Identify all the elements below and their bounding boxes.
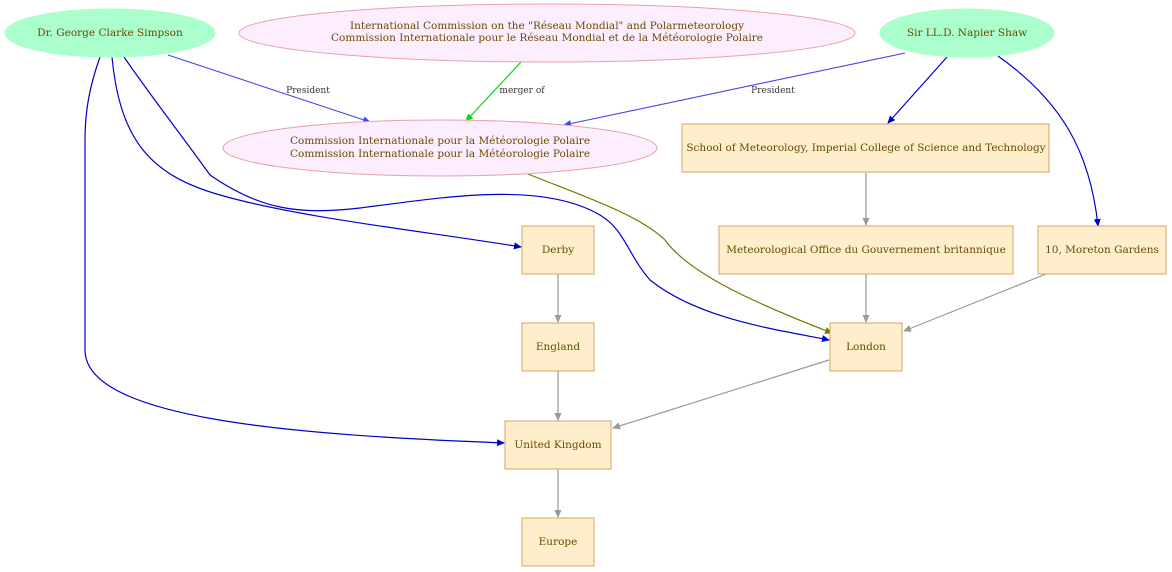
- edge-london-to-united-kingdom: [612, 359, 830, 430]
- node-label-line-1: Commission Internationale pour la Météor…: [290, 135, 590, 147]
- edge-label-shaw-president: President: [751, 86, 795, 96]
- edge-merger-of: [465, 61, 522, 122]
- node-person-shaw: Sir LL.D. Napier Shaw: [879, 8, 1055, 58]
- node-commission-polaire: Commission Internationale pour la Météor…: [222, 119, 658, 177]
- edge-simpson-to-london: [123, 56, 830, 343]
- node-place-met-office: Meteorological Office du Gouvernement br…: [718, 225, 1014, 275]
- edge-shaw-to-commission-polaire: [563, 52, 906, 127]
- edge-commission-polaire-to-london: [527, 173, 833, 334]
- node-commission-reseau-mondial: International Commission on the "Réseau …: [238, 3, 856, 63]
- node-label: United Kingdom: [514, 439, 601, 451]
- node-place-london: London: [829, 322, 903, 372]
- node-label: School of Meteorology, Imperial College …: [686, 142, 1045, 154]
- node-place-moreton-gardens: 10, Moreton Gardens: [1037, 225, 1167, 275]
- edge-label-merger-of: merger of: [499, 86, 545, 96]
- node-place-school-of-meteorology: School of Meteorology, Imperial College …: [681, 123, 1050, 173]
- node-label-line-1: International Commission on the "Réseau …: [350, 20, 744, 32]
- node-label: Sir LL.D. Napier Shaw: [907, 27, 1027, 39]
- edge-simpson-to-commission-polaire: [167, 54, 371, 124]
- node-place-united-kingdom: United Kingdom: [504, 420, 612, 470]
- node-label: Derby: [542, 244, 574, 256]
- edge-moreton-gardens-to-london: [903, 273, 1047, 332]
- node-label: Dr. George Clarke Simpson: [37, 27, 183, 39]
- node-place-england: England: [521, 322, 595, 372]
- edge-shaw-to-school: [887, 56, 948, 124]
- node-label: Meteorological Office du Gouvernement br…: [726, 244, 1006, 256]
- node-label: Europe: [539, 536, 578, 548]
- node-person-simpson: Dr. George Clarke Simpson: [4, 8, 216, 58]
- edge-simpson-to-derby: [111, 56, 522, 250]
- node-label: London: [846, 341, 886, 353]
- node-label-line-2: Commission Internationale pour le Réseau…: [331, 32, 763, 44]
- node-label: England: [536, 341, 581, 353]
- edge-simpson-to-united-kingdom: [84, 56, 505, 447]
- edge-label-simpson-president: President: [286, 86, 330, 96]
- node-place-derby: Derby: [521, 225, 595, 275]
- node-label-line-2: Commission Internationale pour la Météor…: [290, 148, 590, 160]
- node-label: 10, Moreton Gardens: [1045, 244, 1159, 256]
- node-place-europe: Europe: [521, 517, 595, 567]
- edge-shaw-to-moreton-gardens: [997, 55, 1101, 227]
